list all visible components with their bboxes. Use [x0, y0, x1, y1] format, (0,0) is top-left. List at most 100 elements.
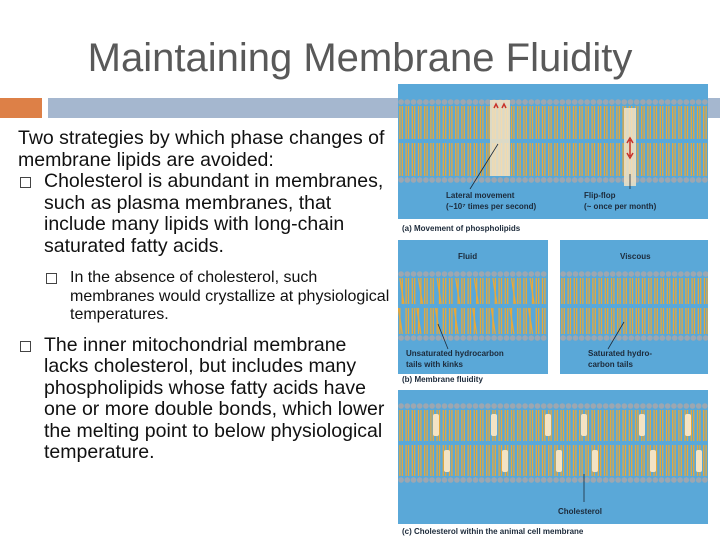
lipid-head — [528, 335, 535, 341]
lipid-head — [503, 403, 510, 409]
lipid-head — [528, 403, 535, 409]
lipid-tail — [416, 307, 422, 335]
lipid-head — [410, 403, 417, 409]
lipid-head — [695, 403, 702, 409]
lipid-head — [491, 477, 497, 483]
panel-b-caption: (b) Membrane fluidity — [402, 375, 483, 384]
lipid-head — [615, 177, 621, 183]
lateral-rate: (~10⁷ times per second) — [446, 202, 537, 211]
flipflop-rate: (~ once per month) — [584, 202, 657, 211]
lipid-head — [678, 335, 684, 341]
lipid-head — [584, 477, 590, 483]
lipid-head — [435, 99, 442, 105]
lipid-head — [540, 403, 547, 409]
lipid-head — [429, 177, 435, 183]
lipid-head — [497, 335, 504, 341]
accent-bar-orange — [0, 98, 42, 118]
lipid-head — [485, 177, 491, 183]
lipid-head — [671, 177, 677, 183]
lipid-head — [410, 271, 417, 277]
lipid-head — [596, 99, 603, 105]
lipid-head — [423, 403, 429, 409]
lipid-head — [534, 335, 541, 341]
lipid-head — [597, 335, 604, 341]
lipid-head — [621, 403, 628, 409]
lipid-head — [646, 477, 652, 483]
lipid-head — [447, 403, 454, 409]
lipid-head — [640, 177, 646, 183]
lipid-head — [522, 403, 528, 409]
lipid-head — [658, 99, 665, 105]
lipid-head — [609, 271, 616, 277]
lipid-head — [584, 99, 590, 105]
lipid-head — [664, 403, 671, 409]
lipid-head — [622, 271, 628, 277]
lipid-head — [472, 477, 479, 483]
lipid-head — [416, 335, 423, 341]
lipid-head — [578, 271, 585, 277]
lipid-head — [683, 99, 690, 105]
lipid-head — [572, 335, 579, 341]
lipid-head — [447, 177, 454, 183]
bilayer-b — [398, 271, 708, 341]
lipid-head — [404, 335, 411, 341]
lipid-head — [429, 403, 435, 409]
lipid-head — [677, 99, 683, 105]
lipid-head — [565, 177, 572, 183]
lipid-head — [584, 177, 590, 183]
lipid-head — [553, 477, 559, 483]
lipid-head — [615, 99, 621, 105]
lipid-head — [683, 477, 690, 483]
lipid-head — [664, 477, 671, 483]
lipid-head — [478, 335, 485, 341]
flipflop-label: Flip-flop — [584, 191, 616, 200]
unsaturated-label-1: Unsaturated hydrocarbon — [406, 349, 504, 358]
lipid-head — [466, 403, 473, 409]
lipid-head — [690, 335, 697, 341]
panel-b-viscous-background — [560, 240, 708, 374]
lipid-head — [435, 271, 442, 277]
lipid-head — [404, 477, 411, 483]
slide-body: Two strategies by which phase changes of… — [18, 127, 393, 464]
lipid-head — [522, 271, 528, 277]
lipid-head — [547, 177, 553, 183]
lateral-arrow-icon — [493, 102, 507, 109]
lipid-head — [398, 271, 404, 277]
lipid-head — [616, 271, 622, 277]
lipid-head — [491, 271, 497, 277]
lipid-head — [627, 403, 634, 409]
lipid-head — [616, 335, 622, 341]
lipid-head — [534, 403, 541, 409]
lipid-head — [652, 403, 659, 409]
lipid-head — [689, 477, 696, 483]
lipid-head — [547, 99, 553, 105]
lipid-head — [460, 477, 466, 483]
lipid-head — [441, 271, 448, 277]
bilayer-c — [398, 403, 708, 483]
lipid-head — [653, 271, 659, 277]
lipid-head — [627, 477, 634, 483]
lipid-head — [560, 271, 566, 277]
lipid-head — [553, 177, 559, 183]
lipid-head — [522, 177, 528, 183]
lipid-head — [454, 477, 460, 483]
lipid-head — [528, 177, 535, 183]
cholesterol-molecule — [545, 414, 551, 436]
lipid-head — [658, 477, 665, 483]
lipid-head — [633, 99, 640, 105]
lipid-head — [410, 177, 417, 183]
cholesterol-molecule — [444, 450, 450, 472]
lipid-head — [416, 403, 423, 409]
lipid-head — [472, 271, 479, 277]
lipid-head — [509, 99, 516, 105]
lipid-head — [404, 271, 411, 277]
lipid-head — [516, 177, 522, 183]
lipid-head — [640, 271, 647, 277]
lipid-head — [423, 335, 429, 341]
lipid-tail — [490, 307, 496, 335]
lipid-head — [695, 99, 702, 105]
lipid-head — [590, 403, 597, 409]
lipid-head — [590, 99, 597, 105]
lipid-head — [478, 177, 485, 183]
lipid-head — [528, 477, 535, 483]
